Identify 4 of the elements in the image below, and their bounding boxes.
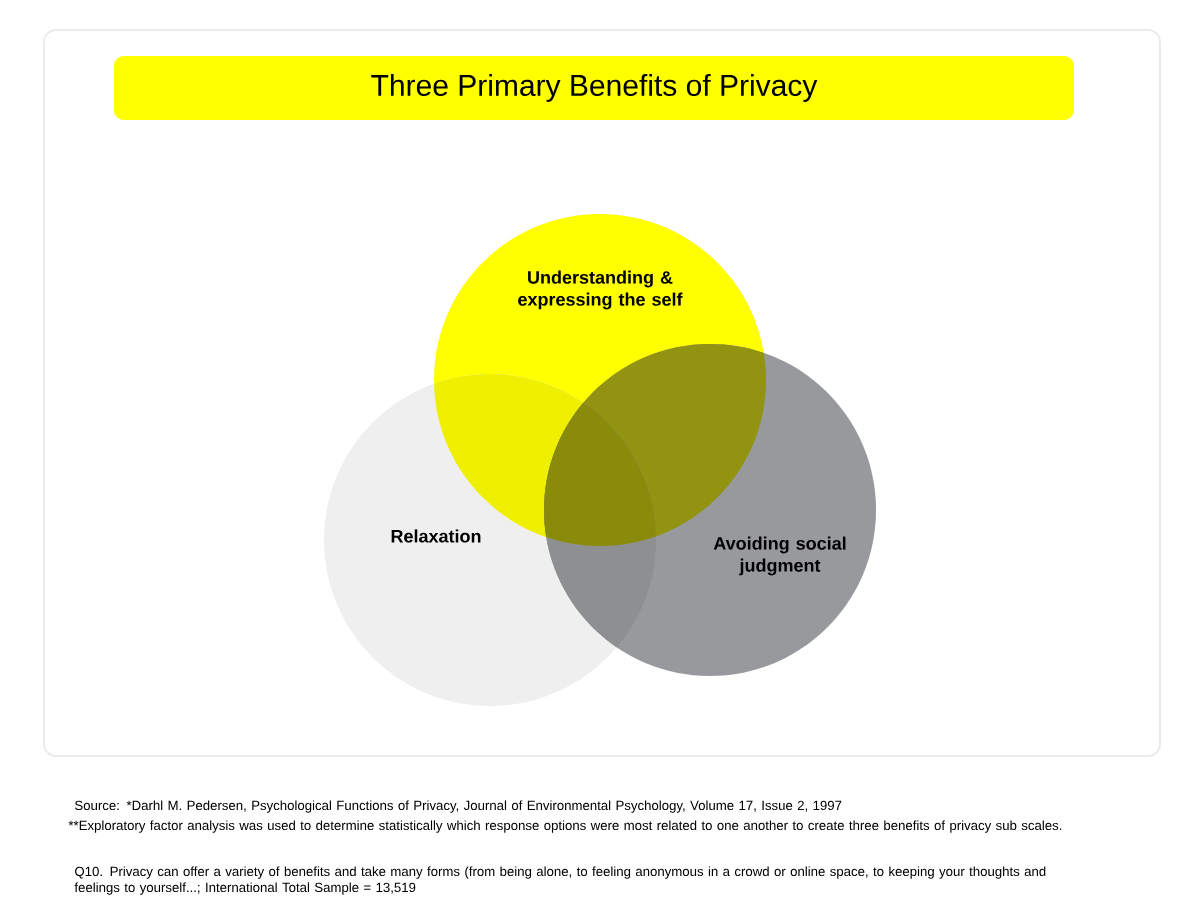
- title-banner: Three Primary Benefits of Privacy: [114, 56, 1074, 120]
- circle-label: Relaxation: [391, 529, 481, 543]
- circle-label: Avoiding social judgment: [713, 536, 846, 576]
- circle-label: Understanding & expressing the self: [518, 270, 683, 310]
